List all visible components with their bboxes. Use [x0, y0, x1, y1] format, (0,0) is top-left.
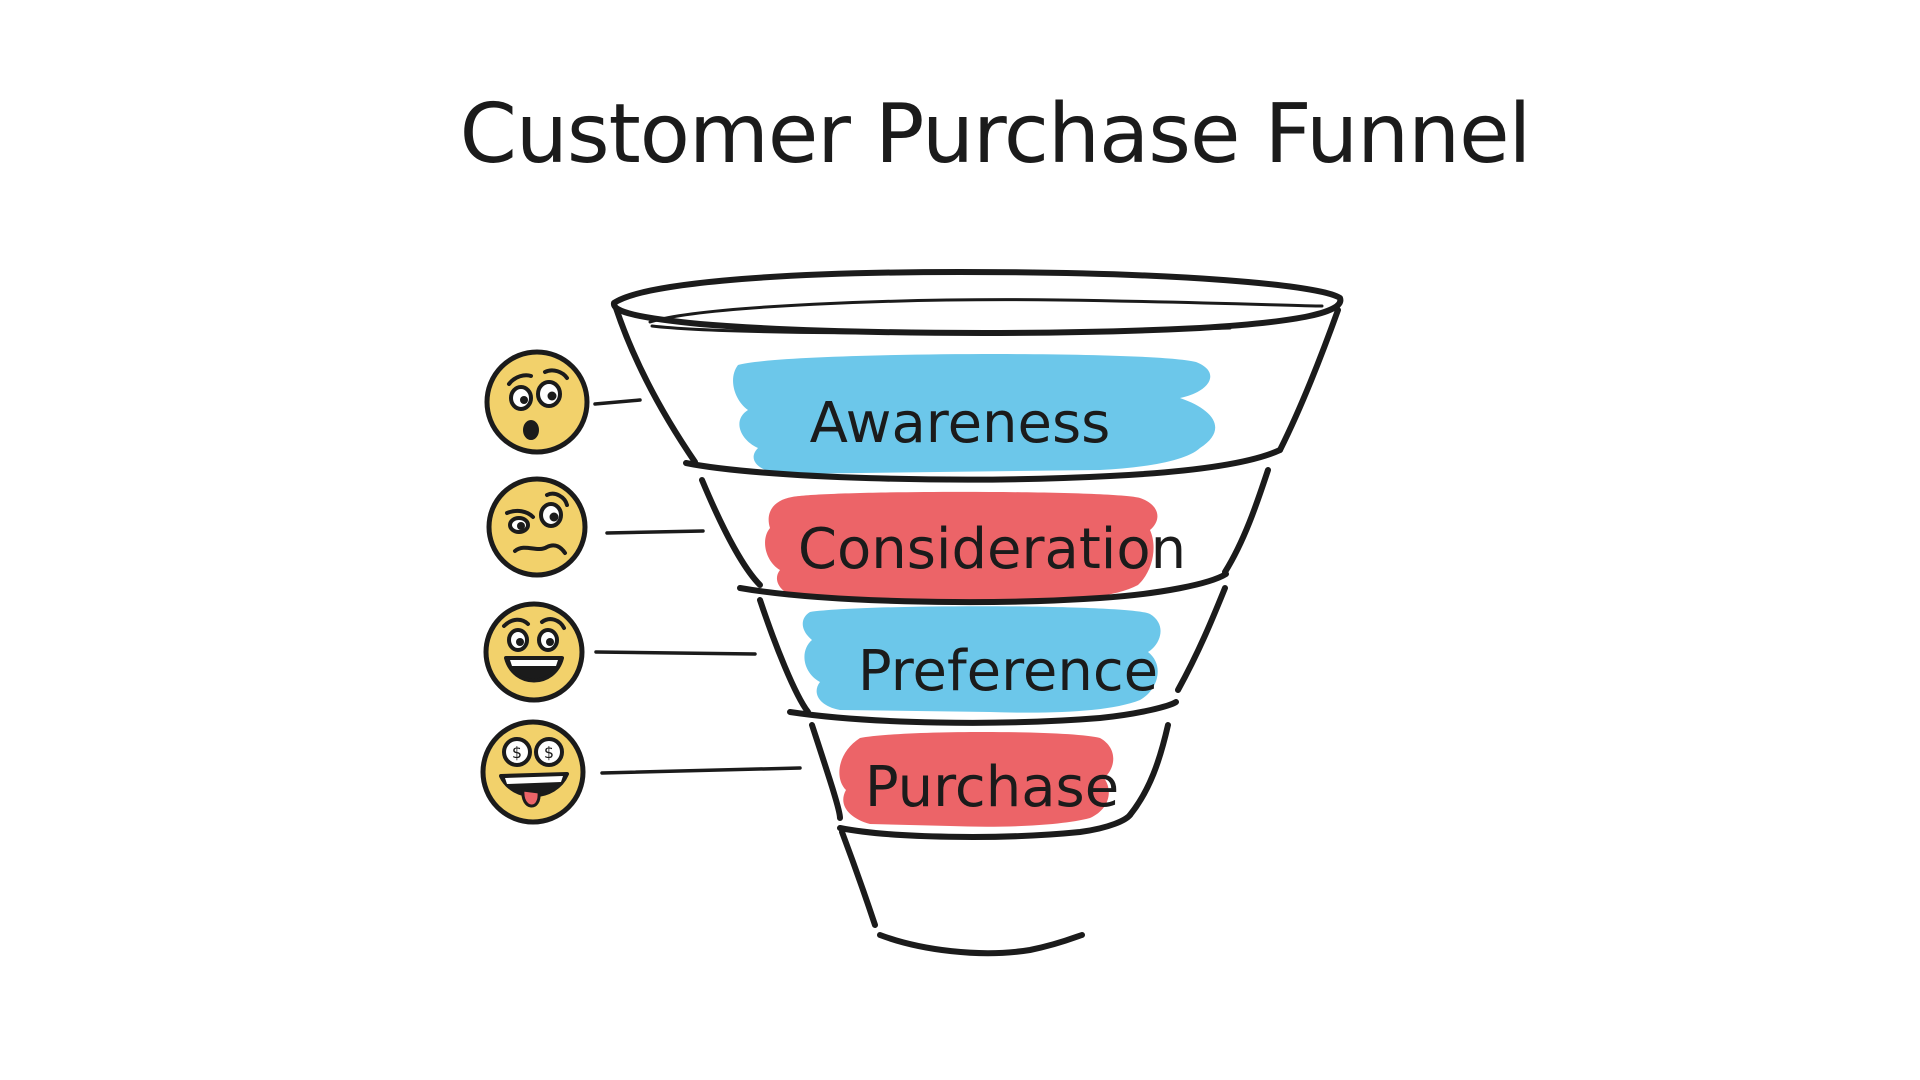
highlight-purchase	[839, 732, 1114, 827]
connector-lines	[593, 398, 802, 775]
stage-label-awareness: Awareness	[810, 391, 1111, 456]
dollar-eye-right-icon: $	[544, 743, 554, 762]
connector-awareness	[593, 398, 642, 406]
funnel-left-wall	[613, 305, 878, 928]
highlight-awareness	[733, 354, 1216, 474]
funnel-rim-inner	[648, 298, 1324, 324]
emoji-faces: $ $	[480, 349, 590, 825]
surprised-face-icon	[484, 349, 590, 455]
funnel-outline	[611, 269, 1344, 957]
stage-labels: Awareness Consideration Preference Purch…	[798, 391, 1186, 820]
connector-purchase	[600, 766, 802, 775]
funnel-rim-outer	[611, 269, 1344, 336]
band-divider-4	[837, 812, 1133, 840]
highlight-preference	[802, 606, 1161, 713]
band-divider-1	[683, 447, 1283, 483]
band-divider-2	[737, 571, 1229, 606]
stage-label-preference: Preference	[858, 639, 1158, 704]
stage-highlights	[733, 354, 1216, 827]
stage-label-consideration: Consideration	[798, 517, 1186, 582]
funnel-rim-inner-lower	[650, 324, 1232, 335]
band-divider-3	[787, 699, 1179, 726]
connector-consideration	[605, 529, 705, 535]
funnel-right-wall	[1127, 307, 1341, 818]
money-eyes-face-icon: $ $	[480, 719, 586, 825]
happy-face-icon	[483, 601, 585, 703]
skeptical-face-icon	[486, 476, 588, 578]
funnel-spout	[877, 932, 1085, 957]
highlight-consideration	[765, 491, 1158, 601]
stage-label-purchase: Purchase	[865, 755, 1119, 820]
dollar-eye-left-icon: $	[512, 743, 522, 762]
connector-preference	[594, 650, 757, 656]
page-title: Customer Purchase Funnel	[460, 87, 1531, 182]
